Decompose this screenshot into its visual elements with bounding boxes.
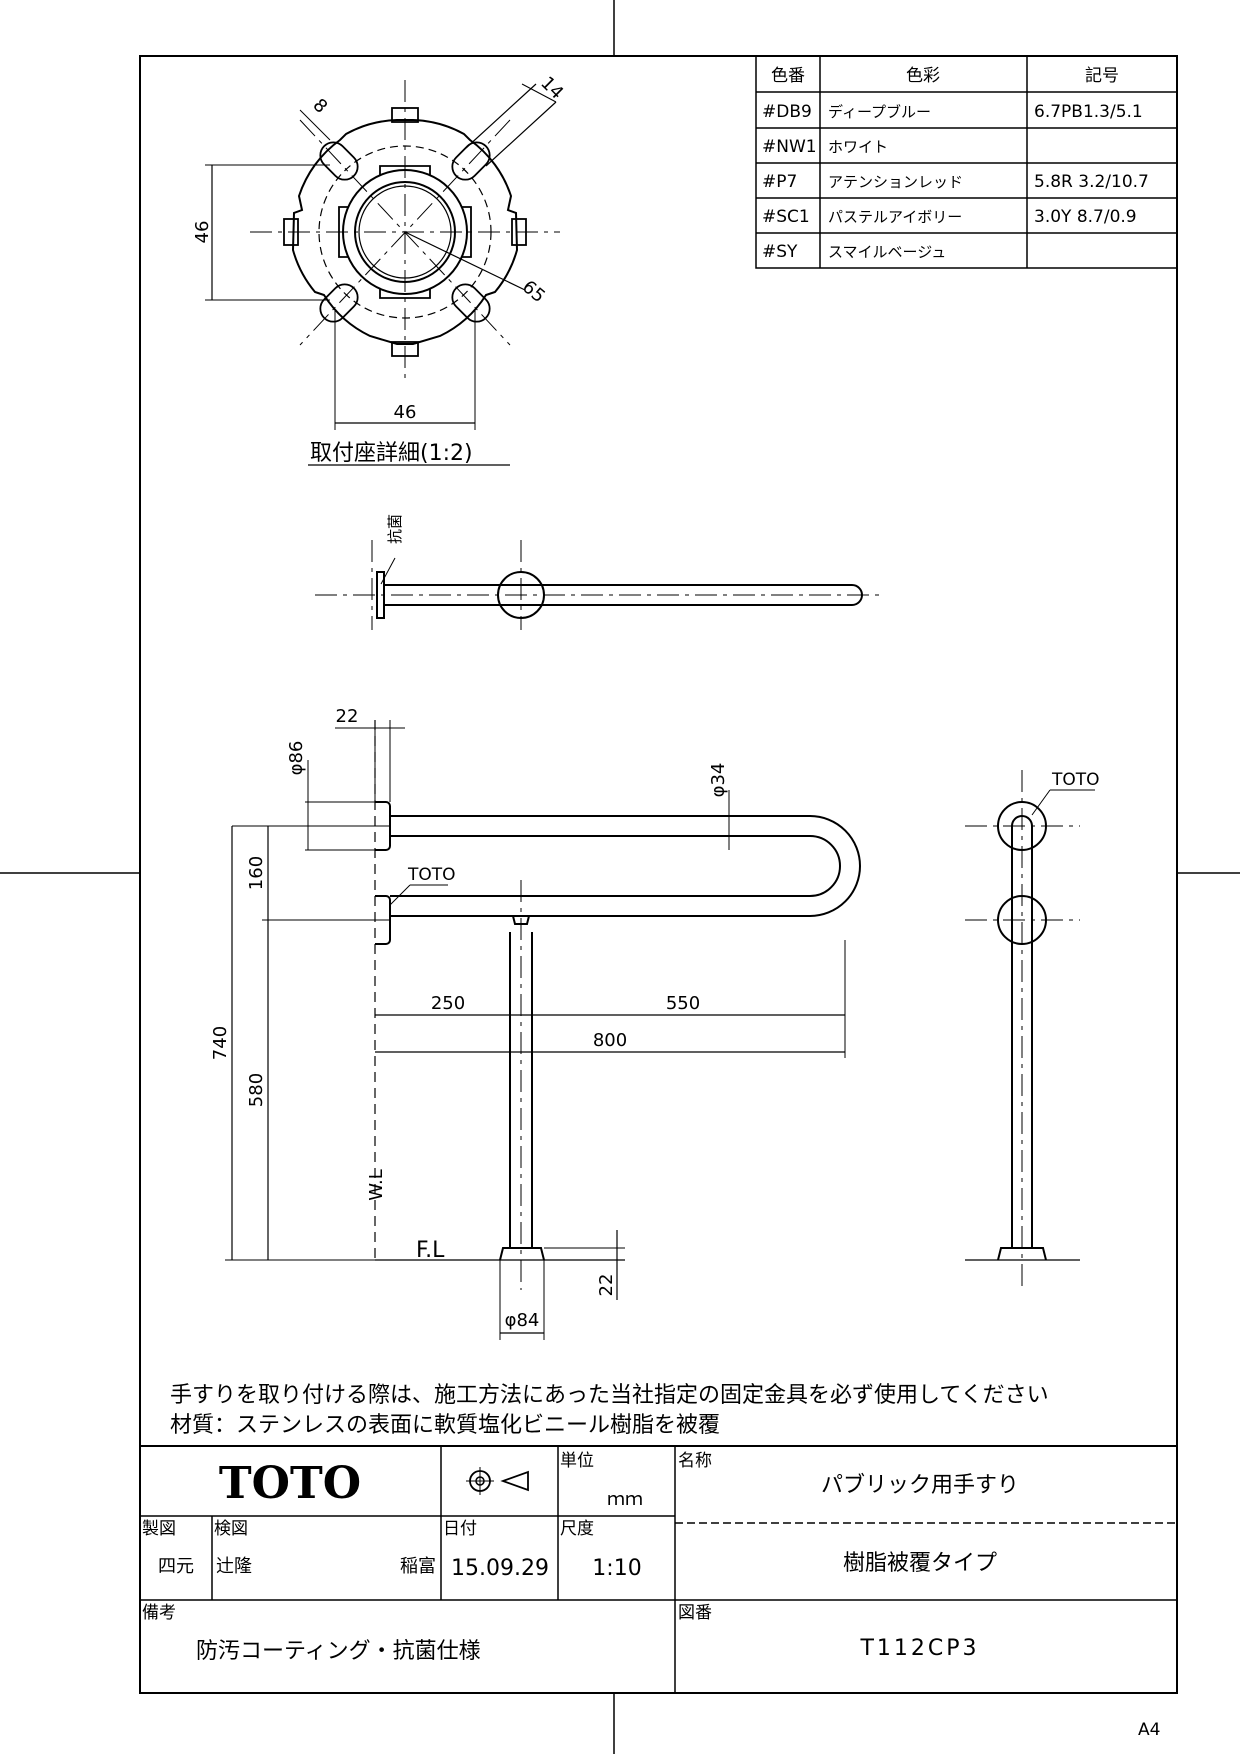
color-table-text: 色番 色彩 記号 #DB9 ディープブルー 6.7PB1.3/5.1 #NW1 … [762,66,1149,262]
dim-pipe-dia: φ34 [708,763,729,798]
dim-spacing: 160 [246,856,267,890]
front-view-dims: 22 φ86 φ34 160 740 580 250 550 800 22 φ8… [210,706,729,1331]
color-code: 6.7PB1.3/5.1 [1034,102,1143,122]
title-block [139,1445,1178,1694]
color-number: #SY [762,242,798,262]
color-name: ホワイト [828,138,888,156]
checked-by-2: 稲富 [400,1556,436,1577]
drawn-label: 製図 [142,1519,176,1539]
dim-foot-height: 22 [596,1274,617,1297]
remarks-value: 防汚コーティング・抗菌仕様 [196,1639,481,1664]
dim-flange-depth: 22 [336,706,359,727]
drawing-number: T112CP3 [859,1636,979,1661]
front-view [225,720,861,1340]
color-number: #DB9 [762,102,812,122]
dim-overall-height: 740 [210,1026,231,1060]
dim-radius: 65 [518,276,549,307]
color-code: 5.8R 3.2/10.7 [1034,172,1149,192]
dim-left-span: 250 [431,993,465,1014]
dim-total-span: 800 [593,1030,627,1051]
color-table [755,55,1178,269]
color-name: アテンションレッド [828,173,963,191]
note-line-2: 材質：ステンレスの表面に軟質塩化ビニール樹脂を被覆 [170,1413,720,1438]
color-number: #NW1 [762,137,817,157]
dim-right-span: 550 [666,993,700,1014]
date-label: 日付 [443,1519,477,1539]
dim-foot-dia: φ84 [505,1310,540,1331]
mounting-base-detail [205,80,560,466]
unit-label: 単位 [560,1451,594,1471]
side-toto-label: TOTO [1051,770,1100,790]
remarks-label: 備考 [142,1603,176,1623]
drawing-frame [139,55,1178,1694]
title-block-text: TOTO 単位 ｍｍ 名称 パブリック用手すり 樹脂被覆タイプ 製図 四元 検図… [142,1451,1019,1664]
dim-flange-dia: φ86 [286,741,307,776]
dim-pipe-width: 14 [536,73,567,104]
col-header-code: 記号 [1085,66,1119,86]
checked-label: 検図 [214,1519,248,1539]
drawn-by: 四元 [158,1556,194,1577]
color-name: パステルアイボリー [828,208,962,226]
color-number: #P7 [762,172,797,192]
col-header-color: 色彩 [906,66,940,86]
mounting-base-dims: 8 14 46 46 65 取付座詳細(1:2) [192,73,567,466]
color-name: スマイルベージュ [828,243,946,261]
scale-value: 1:10 [592,1556,641,1581]
paper-size: A4 [1138,1720,1160,1740]
brand-logo: TOTO [219,1458,361,1509]
dim-lower-height: 580 [246,1073,267,1107]
color-code: 3.0Y 8.7/0.9 [1034,207,1137,227]
col-header-number: 色番 [771,66,805,86]
scale-label: 尺度 [560,1519,594,1539]
antibacterial-label: 抗菌 [386,514,404,544]
notes: 手すりを取り付ける際は、施工方法にあった当社指定の固定金具を必ず使用してください… [170,1383,1049,1438]
product-name: パブリック用手すり [821,1473,1019,1498]
dim-horizontal-pitch: 46 [394,402,417,423]
product-subtitle: 樹脂被覆タイプ [843,1551,997,1576]
dim-slot-width: 8 [308,95,331,118]
side-view [965,770,1095,1290]
color-name: ディープブルー [828,103,931,121]
date-value: 15.09.29 [451,1556,549,1581]
name-label: 名称 [678,1451,712,1471]
drawing-no-label: 図番 [678,1603,712,1623]
top-view [315,540,885,630]
checked-by-1: 辻隆 [216,1556,252,1577]
floor-line-label: F.L [416,1238,445,1263]
detail-label: 取付座詳細(1:2) [310,441,473,466]
note-line-1: 手すりを取り付ける際は、施工方法にあった当社指定の固定金具を必ず使用してください [170,1383,1049,1408]
wall-line-label: W.L [366,1169,387,1200]
unit-value: ｍｍ [607,1489,643,1510]
color-number: #SC1 [762,207,810,227]
front-toto-label: TOTO [407,865,456,885]
dim-vertical-pitch: 46 [192,221,213,244]
